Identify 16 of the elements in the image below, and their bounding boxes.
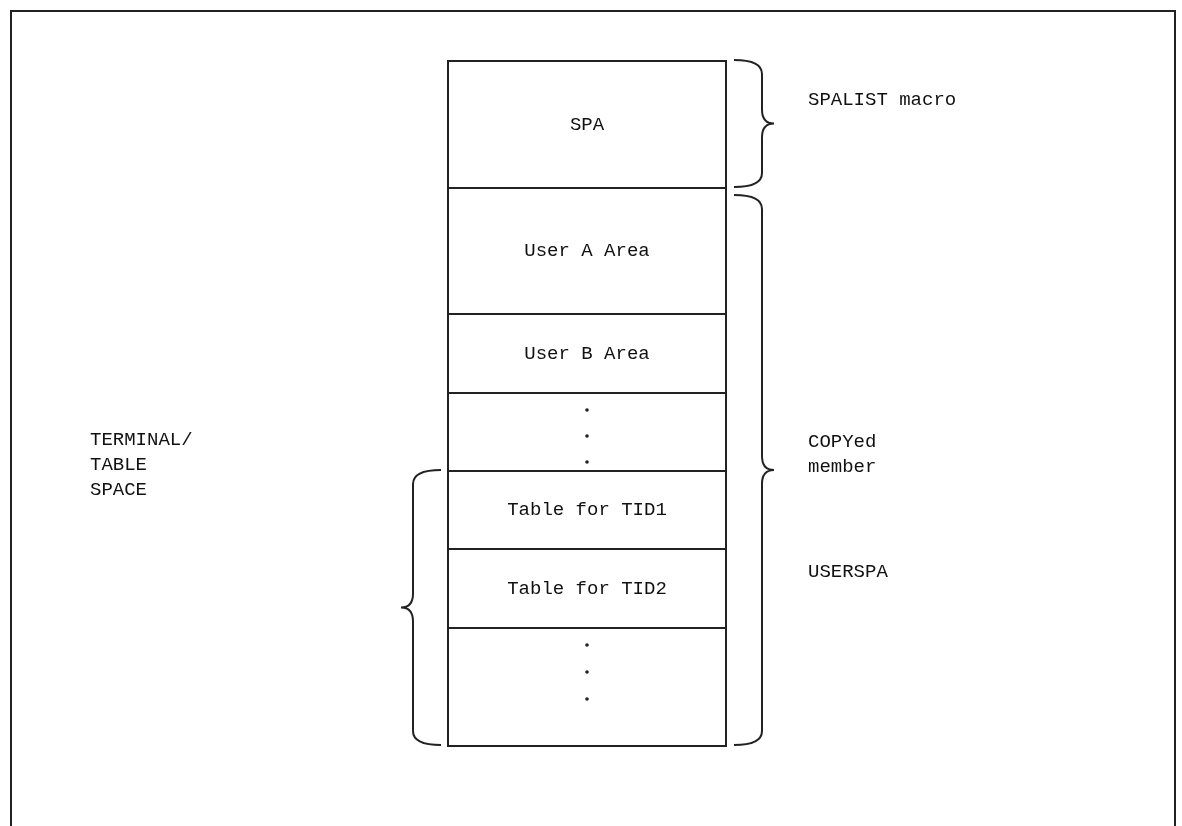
block-label: User A Area <box>524 240 650 262</box>
memory-block <box>447 627 727 747</box>
block-label: Table for TID1 <box>507 499 667 521</box>
memory-block <box>447 548 727 629</box>
brace-label: TERMINAL/ TABLE SPACE <box>90 428 194 503</box>
memory-block <box>447 392 727 472</box>
memory-block <box>447 313 727 394</box>
block-label: SPA <box>569 113 605 136</box>
memory-block <box>447 470 727 550</box>
brace-label: SPALIST macro <box>808 88 957 113</box>
block-label: User B Area <box>524 342 650 365</box>
memory-block <box>447 187 727 315</box>
block-label: Table for TID2 <box>507 577 667 600</box>
brace-label: COPYed member <box>808 430 878 480</box>
memory-block <box>447 60 727 189</box>
brace-label: USERSPA <box>808 560 888 585</box>
